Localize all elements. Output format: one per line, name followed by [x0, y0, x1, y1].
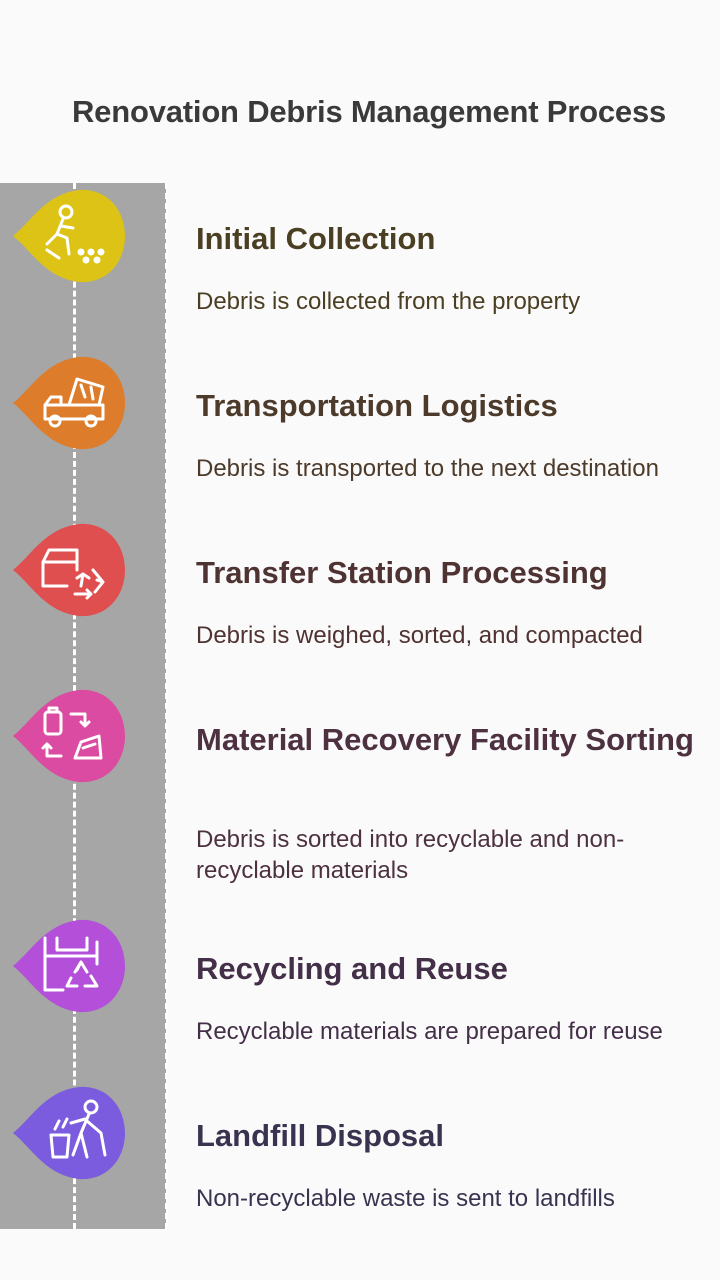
step-6-marker — [11, 1083, 129, 1183]
step-2-description: Debris is transported to the next destin… — [196, 455, 659, 482]
worker-collecting-debris-icon — [45, 204, 105, 264]
step-5-description: Recyclable materials are prepared for re… — [196, 1018, 663, 1045]
step-4-description: Debris is sorted into recyclable and non… — [196, 826, 625, 884]
step-3-marker — [11, 520, 129, 620]
step-3-title: Transfer Station Processing — [196, 555, 608, 590]
sorting-arrows-icon — [41, 706, 103, 760]
person-disposing-waste-icon — [49, 1099, 107, 1159]
step-1-description: Debris is collected from the property — [196, 288, 581, 315]
recycle-bin-icon — [43, 936, 99, 992]
step-6-title: Landfill Disposal — [196, 1118, 445, 1153]
box-recycle-icon — [41, 548, 105, 600]
diagram-title: Renovation Debris Management Process — [72, 94, 667, 129]
step-6-description: Non-recyclable waste is sent to landfill… — [196, 1185, 615, 1212]
step-3-description: Debris is weighed, sorted, and compacted — [196, 622, 643, 649]
road-edge-line — [165, 183, 167, 1229]
step-4-marker — [11, 686, 129, 786]
step-2-marker — [11, 353, 129, 453]
dump-truck-icon — [43, 377, 105, 428]
step-5-title: Recycling and Reuse — [196, 951, 508, 986]
step-5-marker — [11, 916, 129, 1016]
step-2-title: Transportation Logistics — [196, 388, 558, 423]
step-4-title: Material Recovery Facility Sorting — [196, 722, 694, 757]
step-1-marker — [11, 186, 129, 286]
step-1-title: Initial Collection — [196, 221, 436, 256]
